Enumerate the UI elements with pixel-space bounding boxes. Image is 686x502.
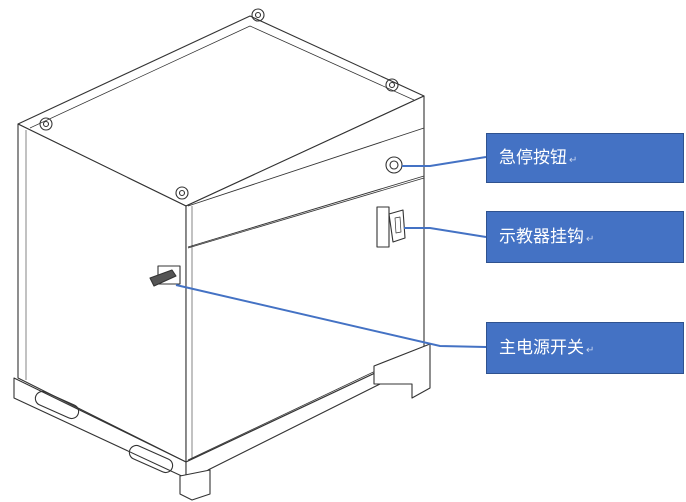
callout-main-switch-label: 主电源开关 — [499, 337, 584, 358]
leader-lines — [175, 156, 487, 348]
paragraph-mark-icon: ↵ — [569, 155, 578, 166]
base-foot-left — [179, 469, 211, 501]
front-band — [187, 127, 425, 248]
leader-line-estop — [402, 156, 487, 167]
estop-button-drawing — [385, 156, 403, 174]
callout-estop-label: 急停按钮 — [499, 147, 567, 168]
lifting-eye-3 — [39, 117, 53, 131]
front-door — [187, 177, 425, 461]
lifting-eye-4 — [175, 186, 189, 200]
callout-estop: 急停按钮↵ — [486, 133, 684, 183]
pendant-hook-drawing — [376, 206, 406, 248]
cabinet-drawing — [13, 8, 431, 501]
cabinet-top-rim — [29, 25, 415, 129]
callout-pendant-hook: 示教器挂钩↵ — [486, 211, 684, 263]
callout-main-switch: 主电源开关↵ — [486, 322, 684, 374]
paragraph-mark-icon: ↵ — [586, 234, 595, 245]
base-slot-1 — [34, 390, 80, 420]
paragraph-mark-icon: ↵ — [586, 345, 595, 356]
lifting-eye-2 — [385, 78, 399, 92]
callout-pendant-hook-label: 示教器挂钩 — [499, 226, 584, 247]
base-slot-2 — [128, 444, 174, 474]
leader-line-main-switch — [175, 284, 487, 348]
leader-line-pendant — [404, 227, 487, 238]
lifting-eye-1 — [251, 8, 265, 22]
main-switch-drawing — [149, 265, 181, 287]
